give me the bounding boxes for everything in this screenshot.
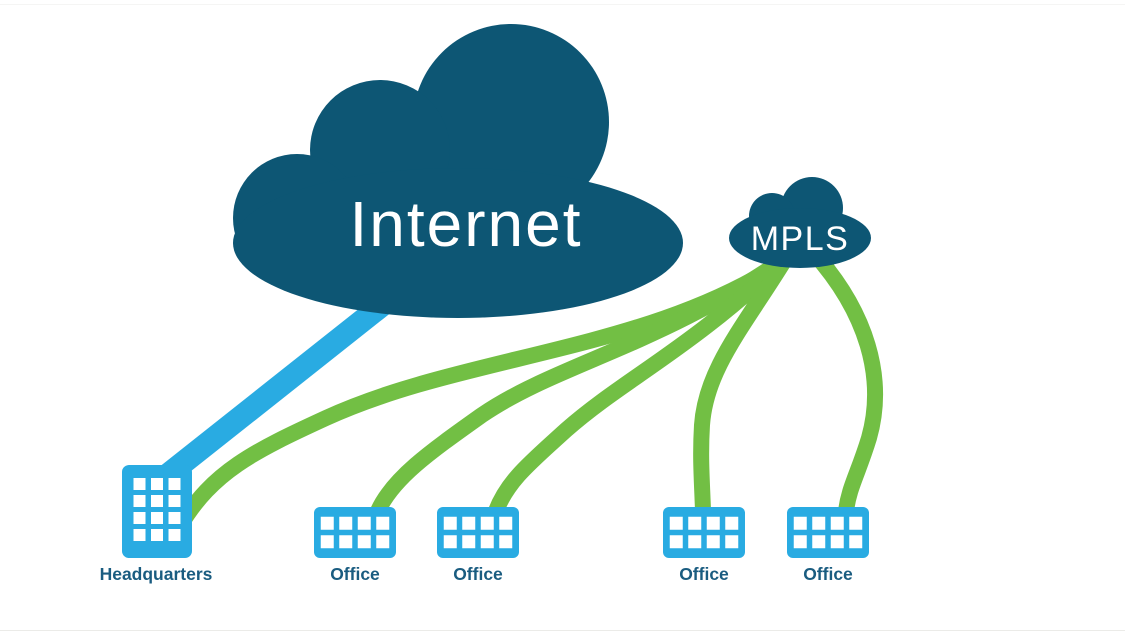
mpls-link-line-office-1 [370,245,799,515]
internet-cloud-icon: Internet [233,24,683,318]
mpls-link-line-office-2 [488,249,795,515]
mpls-cloud-icon: MPLS [729,177,871,268]
frame-border-bottom [0,630,1125,631]
office-building-icon [314,507,396,558]
mpls-link-line-office-3 [693,253,793,512]
internet-link-line-headquarters [152,288,399,491]
headquarters-building-icon [122,465,192,558]
frame-border-top [0,4,1125,5]
internet-cloud-label: Internet [349,188,582,260]
office-3-label: Office [679,564,729,584]
headquarters-label: Headquarters [100,564,213,584]
office-4-label: Office [803,564,853,584]
office-1-label: Office [330,564,380,584]
office-building-icon [787,507,869,558]
mpls-link-line-office-4 [807,246,883,513]
office-2-label: Office [453,564,503,584]
office-building-icon [663,507,745,558]
office-building-icon [437,507,519,558]
mpls-cloud-label: MPLS [751,220,850,258]
